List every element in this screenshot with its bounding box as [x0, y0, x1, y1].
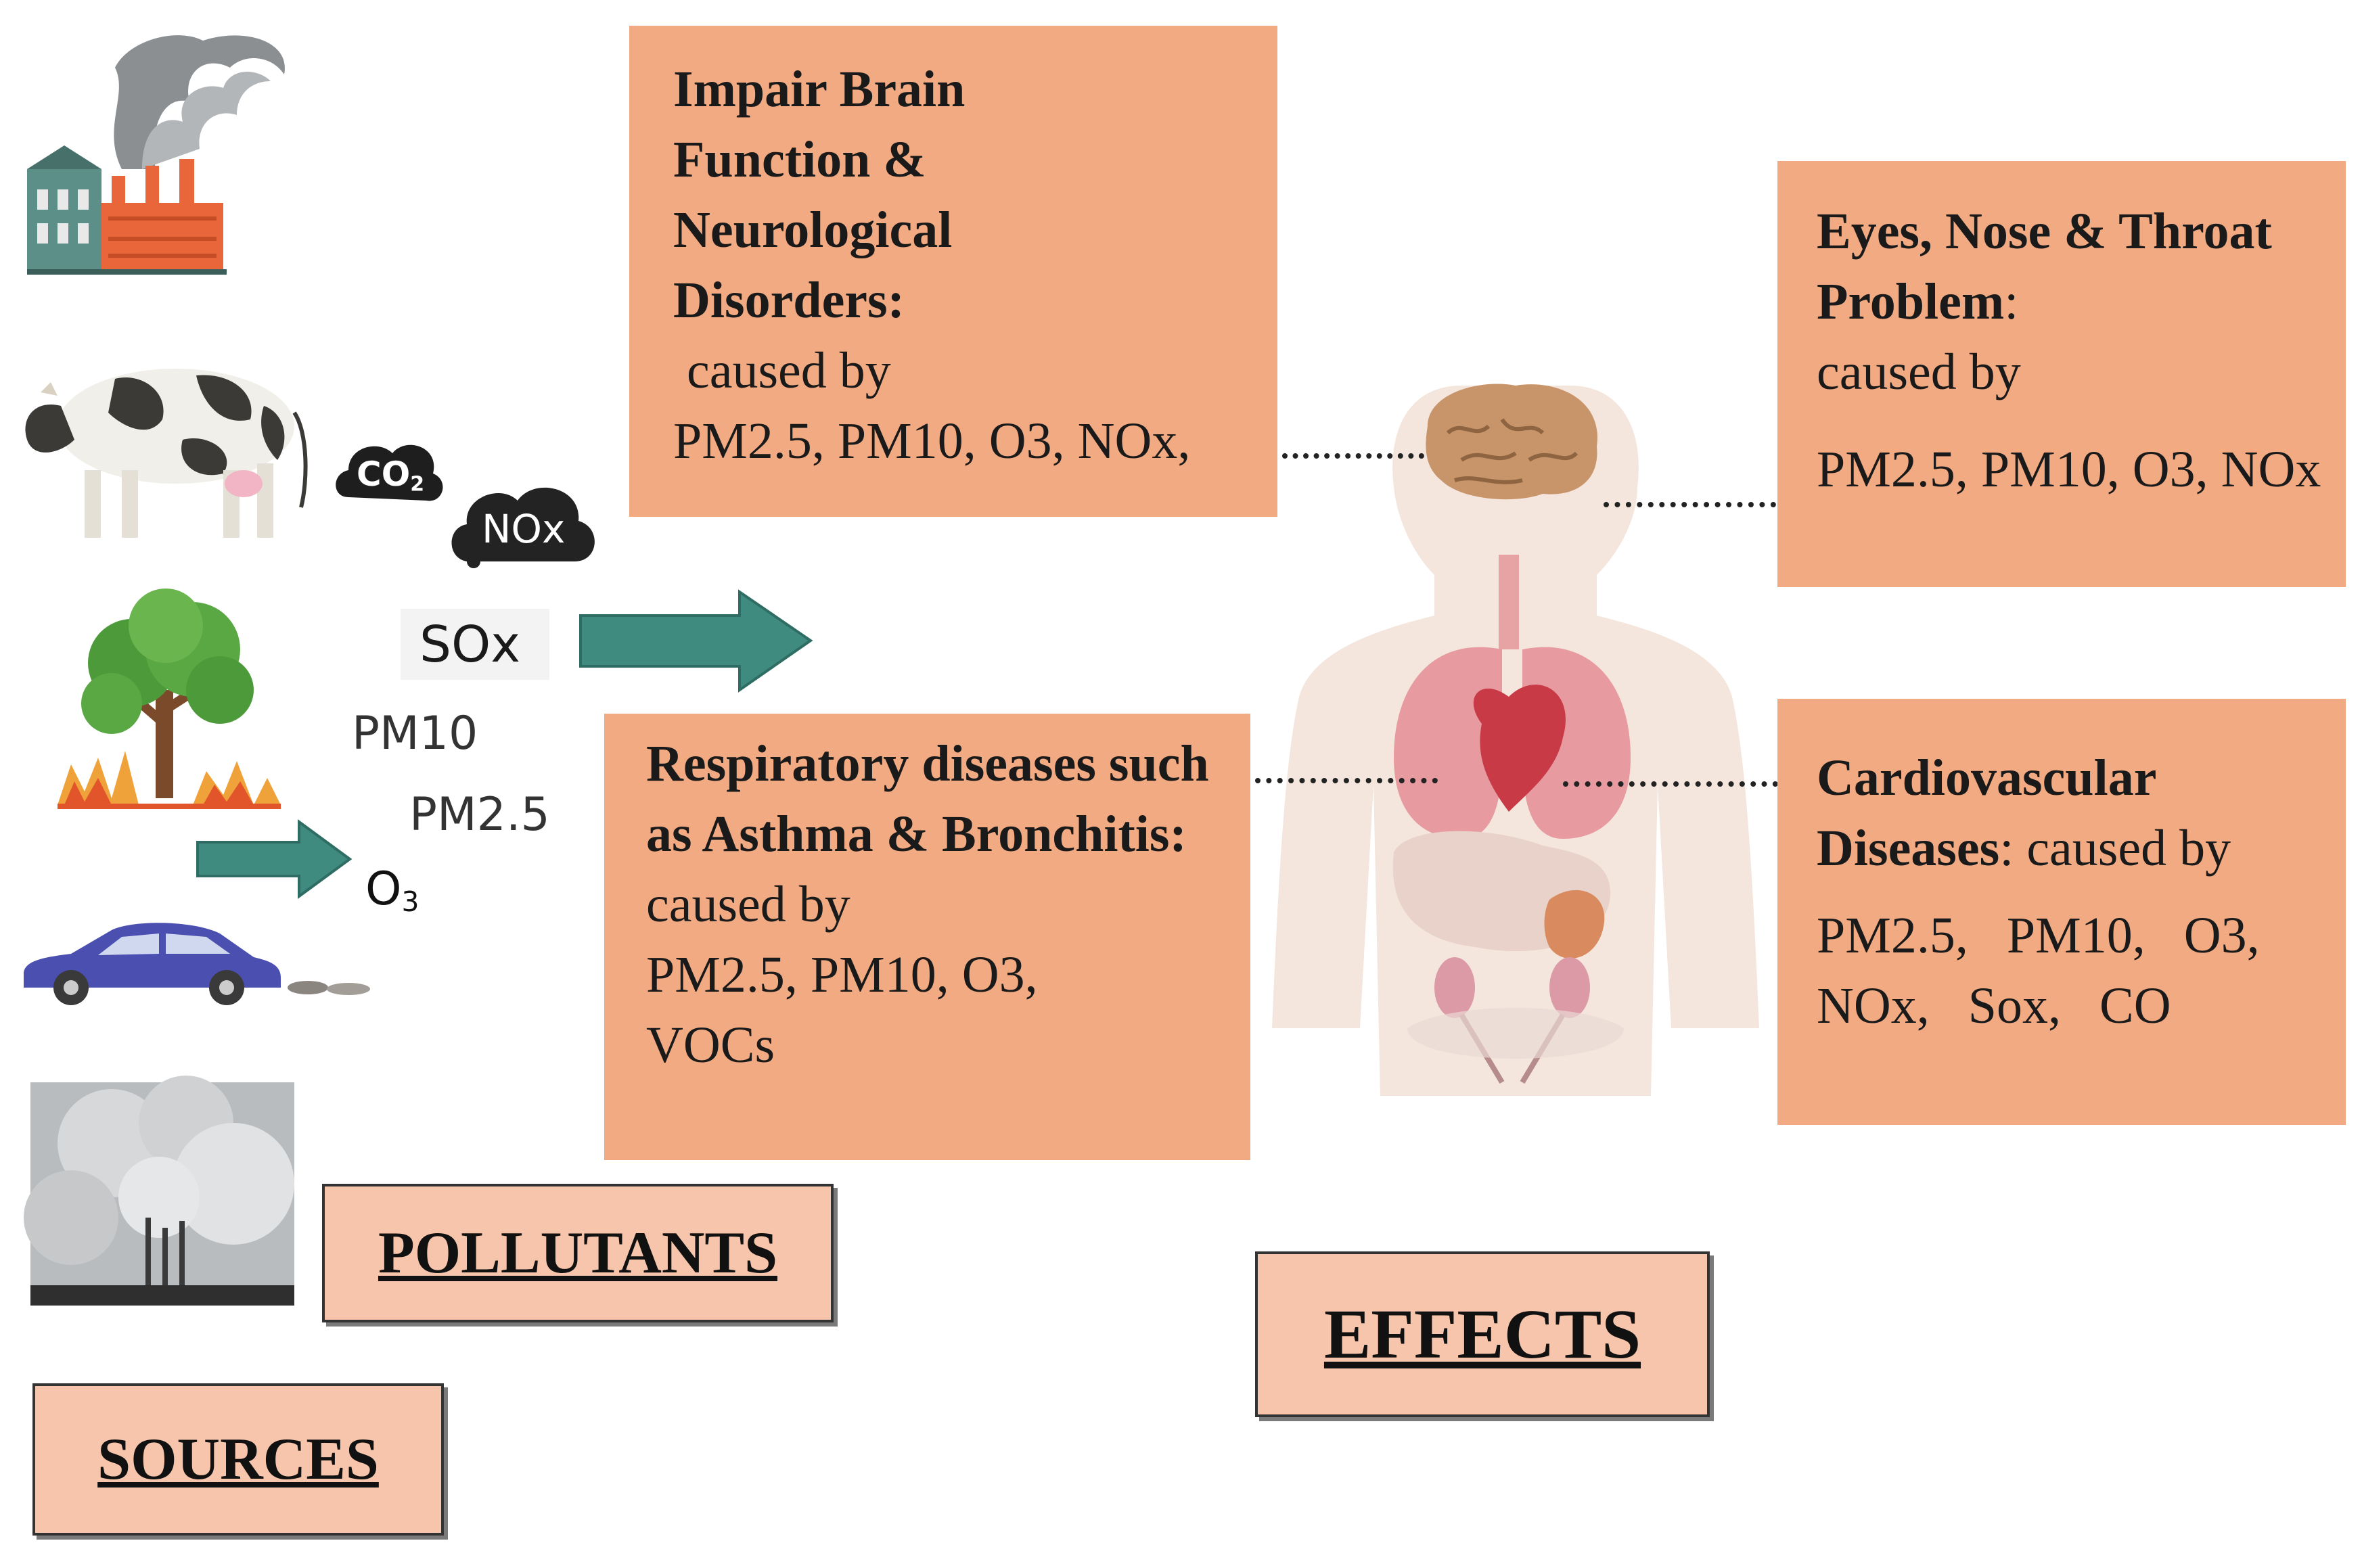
pm25-label: PM2.5: [409, 788, 550, 841]
human-body-icon: [1272, 384, 1759, 1096]
effect-cardio-caused-by: : caused by: [1999, 820, 2231, 877]
effect-brain: Impair Brain Function & Neurological Dis…: [629, 26, 1277, 517]
effect-eyes-heading-row: Eyes, Nose & Throat Problem:: [1817, 196, 2304, 337]
connector-cardio: [1563, 781, 1778, 787]
co2-cloud-icon: [336, 444, 443, 501]
effect-respiratory-pollutants: PM2.5, PM10, O3, VOCs: [646, 946, 1038, 1074]
effects-label-text: EFFECTS: [1323, 1295, 1641, 1373]
burning-tree-icon: [58, 589, 281, 809]
factory-icon: [27, 35, 285, 275]
effect-cardio-heading: Cardiovascular Diseases: [1817, 750, 2156, 877]
sox-label: SOx: [419, 616, 521, 674]
cow-icon: [25, 369, 308, 538]
effect-cardio: Cardiovascular Diseases: caused by PM2.5…: [1777, 699, 2346, 1125]
effect-eyes-heading: Eyes, Nose & Throat Problem: [1817, 203, 2272, 330]
smokestack-photo-icon: [24, 1076, 294, 1306]
pm10-label: PM10: [352, 707, 478, 760]
effect-eyes-colon: :: [2004, 273, 2019, 330]
nox-label: NOx: [482, 506, 566, 552]
effect-brain-heading: Impair Brain Function & Neurological Dis…: [673, 61, 966, 329]
effect-brain-caused-by: caused by: [687, 342, 891, 399]
effect-respiratory-heading: Respiratory diseases such as Asthma & Br…: [646, 735, 1209, 862]
effect-respiratory: Respiratory diseases such as Asthma & Br…: [604, 714, 1250, 1160]
pollutants-label: POLLUTANTS: [322, 1184, 834, 1322]
pollutant-arrow: [579, 589, 813, 693]
co2-label: CO2: [357, 455, 425, 497]
effect-brain-pollutants: PM2.5, PM10, O3, NOx,: [673, 413, 1191, 469]
effects-label: EFFECTS: [1255, 1251, 1710, 1417]
effect-cardio-heading-row: Cardiovascular Diseases: caused by: [1817, 743, 2305, 883]
connector-brain: [1282, 453, 1424, 459]
connector-respiratory: [1255, 778, 1438, 783]
pollutants-label-text: POLLUTANTS: [378, 1220, 778, 1286]
sox-background: [401, 609, 549, 680]
nox-cloud-icon: [451, 487, 595, 568]
o3-label: O3: [365, 862, 419, 919]
effect-eyes-pollutants: PM2.5, PM10, O3, NOx: [1817, 441, 2321, 498]
sources-label-text: SOURCES: [97, 1427, 379, 1492]
source-arrow: [196, 819, 353, 899]
effect-eyes: Eyes, Nose & Throat Problem: caused by P…: [1777, 161, 2346, 587]
connector-eyes: [1604, 502, 1776, 507]
car-icon: [24, 923, 370, 1005]
effect-respiratory-caused-by: caused by: [646, 876, 850, 933]
effect-eyes-caused-by: caused by: [1817, 344, 2021, 400]
effect-cardio-pollutants: PM2.5, PM10, O3, NOx, Sox, CO: [1817, 907, 2260, 1034]
sources-label: SOURCES: [32, 1383, 444, 1536]
